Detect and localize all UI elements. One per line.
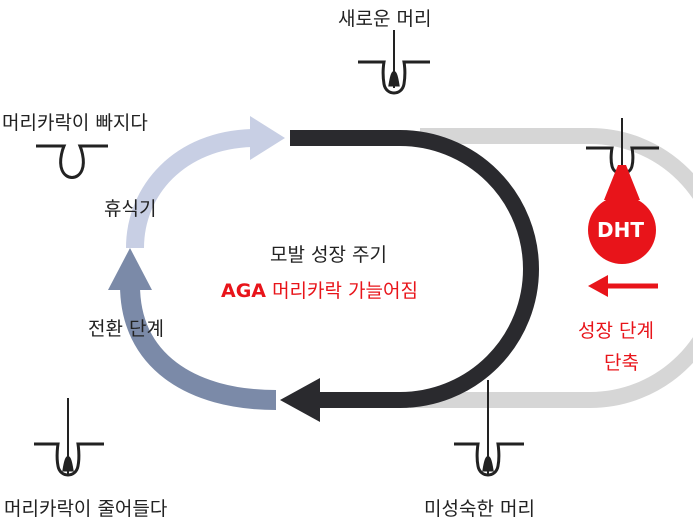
anagen-arrow (290, 130, 539, 408)
label-catagen: 전환 단계 (88, 318, 164, 340)
falling-hair-follicle-icon (36, 144, 108, 179)
immature-hair-follicle-icon (454, 380, 524, 477)
label-telogen: 휴식기 (104, 198, 157, 220)
anagen-arrowhead (280, 378, 320, 422)
dht-label: DHT (597, 218, 644, 242)
label-new-hair: 새로운 머리 (338, 8, 432, 30)
catagen-arrow (120, 284, 277, 410)
shrinking-hair-follicle-icon (34, 398, 104, 477)
aga-abbrev: AGA (221, 280, 267, 302)
telogen-arrowhead (250, 116, 285, 160)
label-hair-shrinks: 머리카락이 줄어들다 (4, 498, 168, 520)
label-hair-falls: 머리카락이 빠지다 (2, 112, 148, 134)
label-immature-hair: 미성숙한 머리 (424, 498, 535, 520)
dht-drop-icon (588, 165, 656, 264)
shortened-label: 단축 (604, 352, 639, 374)
cycle-title: 모발 성장 주기 (270, 244, 387, 266)
shortened-cycle-track (410, 128, 693, 408)
growth-phase-label: 성장 단계 (578, 320, 654, 342)
catagen-arrowhead (108, 248, 152, 290)
aga-desc: 머리카락 가늘어짐 (272, 280, 418, 302)
telogen-arrow (126, 129, 253, 249)
new-hair-follicle-icon (358, 30, 430, 95)
shortening-arrow-icon (588, 275, 658, 297)
aga-title: AGA 머리카락 가늘어짐 (221, 276, 418, 303)
